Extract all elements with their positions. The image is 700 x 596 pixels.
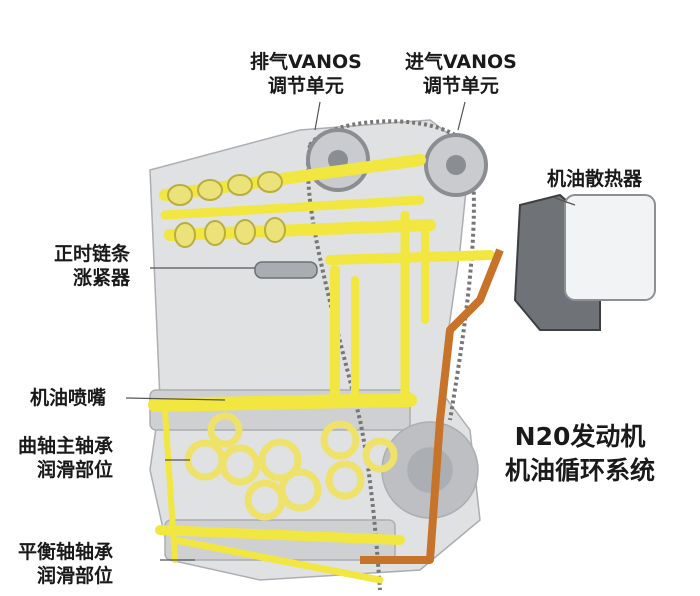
intake-vanos-gear: [424, 133, 488, 197]
chain-tensioner-label: 正时链条 涨紧器: [54, 243, 131, 289]
oil-cooler-unit: [513, 193, 656, 331]
exhaust-vanos-label: 排气VANOS 调节单元: [250, 51, 362, 97]
balance-bearing-label: 平衡轴轴承 润滑部位: [18, 541, 114, 587]
tensioner-part: [254, 261, 318, 279]
oil-return-line: [360, 248, 504, 564]
diagram-title: N20发动机 机油循环系统: [505, 422, 656, 485]
leader-lines: [125, 101, 576, 561]
oil-gallery-yellow: [148, 154, 495, 584]
oil-nozzle-label: 机油喷嘴: [30, 387, 107, 409]
exhaust-vanos-gear: [306, 128, 370, 192]
main-bearing-label: 曲轴主轴承 润滑部位: [18, 435, 114, 481]
camshaft-lobes: [167, 171, 286, 248]
intake-vanos-label: 进气VANOS 调节单元: [405, 51, 517, 97]
oil-cooler-label: 机油散热器: [547, 168, 643, 190]
